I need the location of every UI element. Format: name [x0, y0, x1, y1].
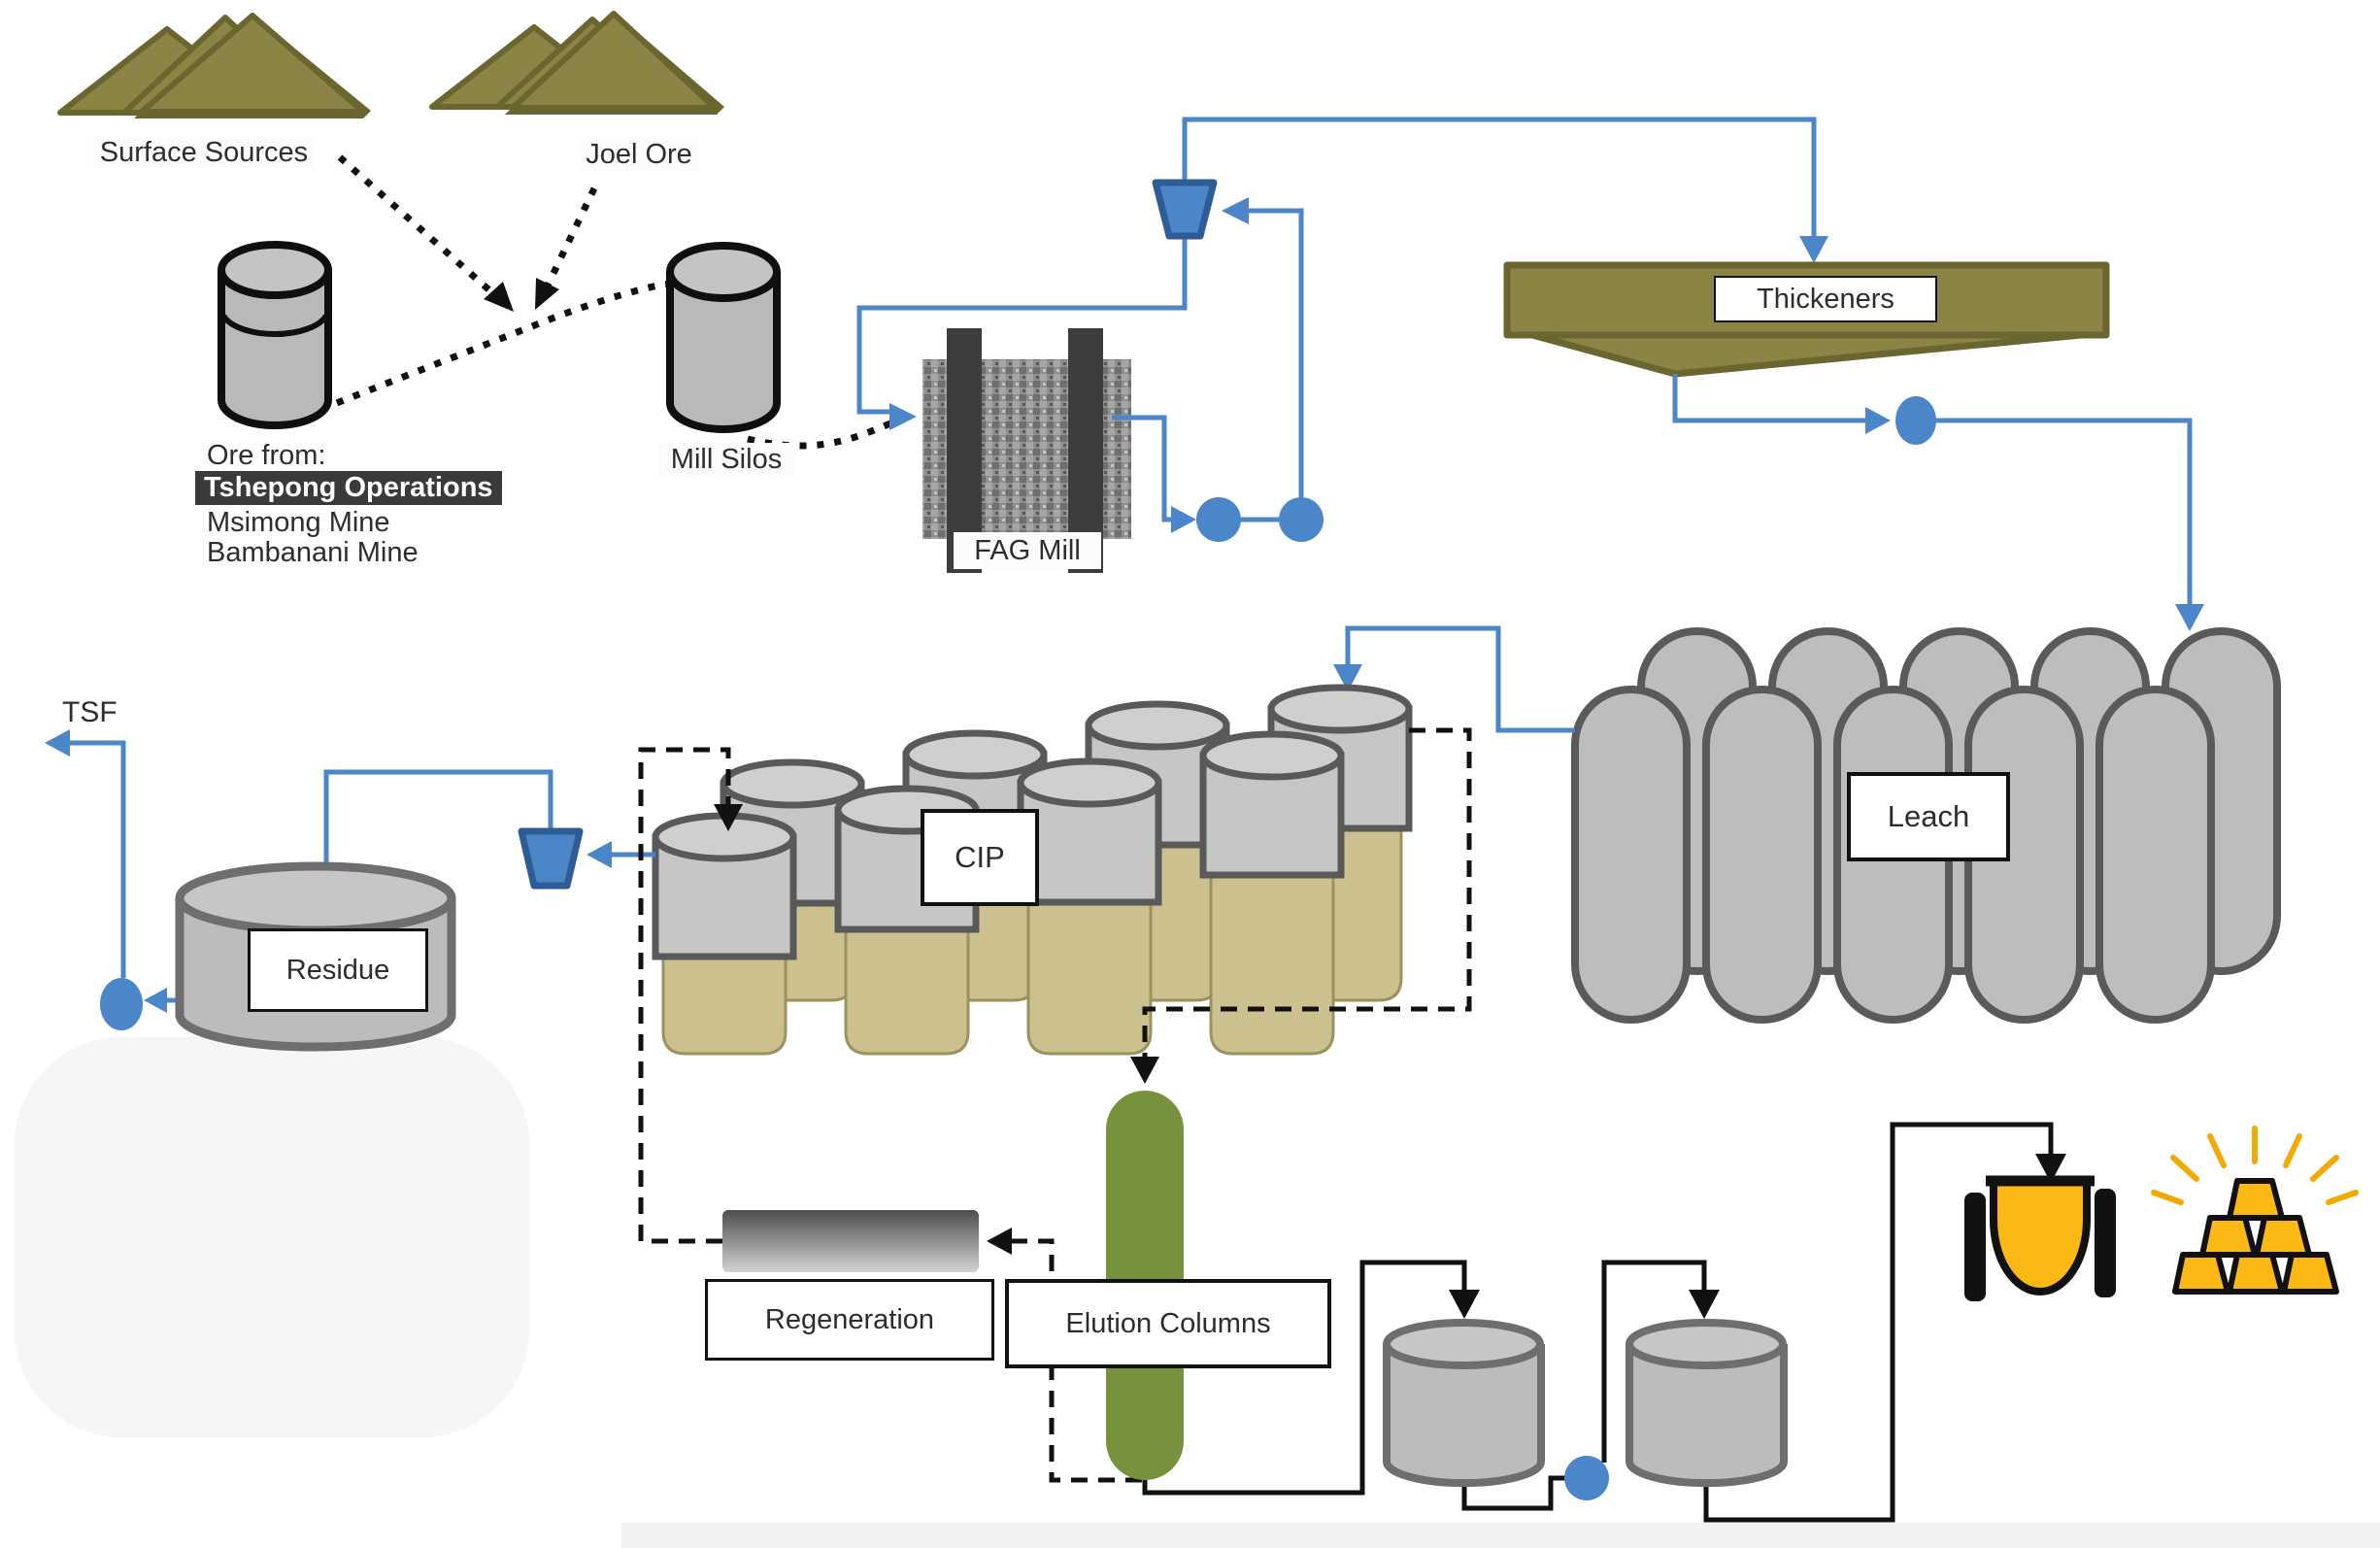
- ore-silo-icon: [218, 241, 332, 429]
- ore-from-label: Ore from:: [207, 439, 326, 471]
- cip-inlet-arrow: [1333, 664, 1362, 691]
- eluate-tank1-icon: [1383, 1319, 1545, 1488]
- tank1-inlet-arrow: [1449, 1290, 1480, 1319]
- cyclone2-funnel-icon: [518, 827, 584, 890]
- elution-to-regen-dashed: [1000, 1238, 1142, 1483]
- tsf-arrow: [45, 729, 70, 757]
- tsf-pump-icon: [100, 978, 143, 1030]
- tank2-to-furnace-line: [1703, 1122, 2054, 1523]
- cip-tank-front: [1199, 730, 1345, 1056]
- leach-to-cip-line: [1345, 625, 1575, 733]
- mill-circuit-arrows: [889, 197, 1828, 533]
- convergence-arrow-b: [535, 278, 559, 310]
- cip-label: CIP: [921, 809, 1039, 906]
- regen-inlet-arrow: [987, 1228, 1012, 1255]
- thickener-pump-arrow: [1865, 407, 1891, 434]
- surface-sources-mountains-icon: [57, 13, 371, 118]
- surface-to-convergence-line: [337, 154, 500, 300]
- tshepong-operations-label: Tshepong Operations: [195, 471, 502, 505]
- thickener-pump-icon: [1895, 396, 1936, 445]
- joel-ore-label: Joel Ore: [579, 138, 699, 171]
- mill-silo-icon: [666, 242, 781, 433]
- cip-carbon-return-arrow: [714, 804, 743, 831]
- mill-pump2-icon: [1279, 497, 1324, 542]
- cyclone-inlet-arrow: [1222, 197, 1249, 224]
- pump-to-tank2-line: [1601, 1260, 1707, 1463]
- pump-inlet-arrow: [1171, 506, 1196, 533]
- millsilo-to-mill-line: [747, 418, 897, 450]
- fag-mill-label: FAG Mill: [954, 532, 1101, 569]
- residue-pump-arrow: [144, 988, 167, 1013]
- residue-label: Residue: [248, 928, 428, 1012]
- leach-tank: [1702, 686, 1822, 1024]
- ore-dotted-lines: [235, 154, 897, 450]
- regeneration-label: Regeneration: [705, 1279, 994, 1361]
- furnace-inlet-arrow: [2035, 1154, 2066, 1183]
- gold-rays-icon: [2151, 1126, 2359, 1205]
- leach-tank: [1571, 686, 1691, 1024]
- thickener-inlet-arrow: [1799, 236, 1828, 263]
- cyclone-underflow-line: [856, 236, 1188, 415]
- elution-columns-label: Elution Columns: [1005, 1279, 1331, 1368]
- leach-inlet-arrow: [2175, 604, 2204, 631]
- silo-to-millsilo-line: [235, 278, 696, 422]
- thickeners-label: Thickeners: [1714, 276, 1937, 322]
- pump-to-cyclone-line: [1231, 208, 1304, 497]
- leach-tank: [2095, 686, 2215, 1024]
- elution-inlet-arrow: [1130, 1057, 1159, 1084]
- msimong-mine-label: Msimong Mine: [207, 506, 390, 538]
- tank1-to-pump-line: [1461, 1475, 1565, 1511]
- cyclone2-inlet-arrow: [587, 841, 612, 868]
- background-strip: [621, 1523, 2380, 1548]
- cyclone-overflow-line: [1182, 117, 1817, 254]
- bambanani-mine-label: Bambanani Mine: [207, 536, 419, 568]
- tank2-inlet-arrow: [1689, 1290, 1720, 1319]
- surface-sources-label: Surface Sources: [92, 136, 316, 169]
- eluate-tank2-icon: [1626, 1319, 1788, 1488]
- smelting-furnace-icon: [1964, 1175, 2116, 1301]
- joel-ore-mountains-icon: [429, 11, 724, 115]
- convergence-arrow-a: [484, 282, 514, 312]
- mill-inlet-arrow: [889, 403, 917, 430]
- gold-bars-icon: [2172, 1178, 2339, 1295]
- mill-silos-label: Mill Silos: [658, 443, 794, 476]
- mill-circuit-lines: [856, 117, 1817, 522]
- cyclone-funnel-icon: [1152, 179, 1218, 240]
- thickener-underflow: [1672, 374, 2193, 620]
- eluate-arrows: [1449, 1154, 2066, 1319]
- carbon-dashed-lines: [638, 727, 1472, 1483]
- background-blob: [15, 1037, 529, 1437]
- carbon-arrows: [714, 804, 1159, 1255]
- regen-to-cip-dashed: [638, 747, 731, 1244]
- cip-tank-front: [652, 812, 797, 1056]
- cyclone2-to-residue-line: [323, 769, 553, 905]
- pump-to-tsf-line: [54, 740, 126, 978]
- cip-tank-front: [1017, 757, 1162, 1056]
- joel-to-convergence-line: [542, 186, 598, 291]
- tsf-label: TSF: [62, 696, 117, 729]
- mill-pump-icon: [1196, 497, 1241, 542]
- leach-label: Leach: [1847, 772, 2010, 861]
- regeneration-bar-icon: [722, 1210, 979, 1272]
- cip-to-elution-dashed: [1142, 727, 1472, 1072]
- elution-to-tank1-line: [1142, 1260, 1467, 1496]
- fag-mill-icon: [922, 328, 1131, 573]
- eluate-pump-icon: [1564, 1456, 1609, 1500]
- eluate-lines: [1142, 1122, 2054, 1523]
